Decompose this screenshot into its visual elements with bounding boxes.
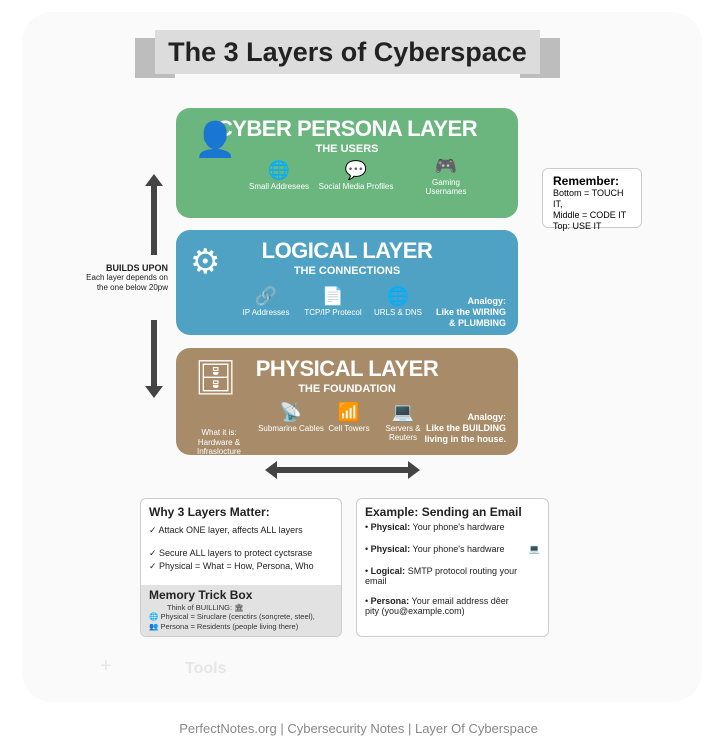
gamepad-icon: 🎮 bbox=[434, 156, 458, 176]
what-it-is: What it is: Hardware & Infraslocture bbox=[196, 428, 242, 457]
why-item: ✓ Physical = What = How, Persona, Who bbox=[149, 561, 314, 571]
building-icon: 🏛 bbox=[234, 603, 244, 612]
router-icon: 📶 bbox=[337, 402, 361, 422]
page-title: The 3 Layers of Cyberspace bbox=[155, 30, 540, 74]
globe-icon: 🌐 bbox=[386, 286, 410, 306]
item-tcp: 📄TCP/IP Protecol bbox=[298, 286, 368, 317]
gears-code-icon: ⚙ bbox=[190, 243, 221, 281]
example-item: • Physical: Your phone's hardware bbox=[365, 522, 505, 532]
item-servers: 💻Servers & Reuters bbox=[372, 402, 434, 443]
example-item: • Physical: Your phone's hardware💻 bbox=[365, 544, 540, 554]
layer-subtitle: THE CONNECTIONS bbox=[293, 265, 401, 277]
ghost-plus: + bbox=[100, 655, 112, 677]
footer: PerfectNotes.org | Cybersecurity Notes |… bbox=[179, 721, 538, 736]
link-icon: 🔗 bbox=[254, 286, 278, 306]
item-dns: 🌐URLS & DNS bbox=[368, 286, 428, 317]
memory-trick-box: Memory Trick Box Think of BUILLING: 🏛 🌐 … bbox=[141, 585, 341, 636]
layer-subtitle: THE USERS bbox=[315, 143, 379, 155]
people-icon: 👥 bbox=[149, 621, 159, 631]
user-shield-icon: 👤 bbox=[194, 121, 237, 159]
down-arrow-head bbox=[145, 386, 163, 398]
why-box: Why 3 Layers Matter: ✓ Attack ONE layer,… bbox=[140, 498, 342, 637]
down-arrow bbox=[151, 320, 157, 388]
item-social: 💬Social Media Profiles bbox=[316, 160, 396, 191]
example-title: Example: Sending an Email bbox=[365, 505, 522, 519]
laptop-icon: 💻 bbox=[528, 544, 540, 554]
up-arrow bbox=[151, 185, 157, 255]
document-icon: 📄 bbox=[321, 286, 345, 306]
item-gaming: 🎮Gaming Usernames bbox=[416, 156, 476, 197]
why-title: Why 3 Layers Matter: bbox=[149, 505, 270, 519]
layer-subtitle: THE FOUNDATION bbox=[298, 383, 396, 395]
why-item: ✓ Secure ALL layers to protect cyctsrase bbox=[149, 548, 313, 558]
item-email: 🌐Small Addresees bbox=[244, 160, 314, 191]
example-box: Example: Sending an Email • Physical: Yo… bbox=[356, 498, 549, 637]
arrow-head-left bbox=[265, 461, 277, 479]
ghost-tools: Tools bbox=[185, 660, 227, 677]
example-item: • Persona: Your email address dêer pity … bbox=[365, 596, 509, 616]
item-cables: 📡Submarine Cables bbox=[256, 402, 326, 433]
up-arrow-head bbox=[145, 174, 163, 186]
server-rack-icon: 🗄 bbox=[194, 359, 238, 397]
layer-title: CYBER PERSONA LAYER bbox=[216, 116, 478, 141]
globe-icon: 🌐 bbox=[267, 160, 291, 180]
example-item: • Logical: SMTP protocol routing your em… bbox=[365, 566, 518, 586]
item-towers: 📶Cell Towers bbox=[324, 402, 374, 433]
globe-icon: 🌐 bbox=[149, 612, 159, 622]
cyber-persona-layer: 👤 CYBER PERSONA LAYER THE USERS 🌐Small A… bbox=[176, 108, 518, 218]
horizontal-arrow bbox=[276, 467, 410, 473]
tower-icon: 📡 bbox=[279, 402, 303, 422]
layer-title: PHYSICAL LAYER bbox=[255, 356, 439, 381]
layer-title: LOGICAL LAYER bbox=[261, 238, 433, 263]
logical-layer: ⚙ LOGICAL LAYER THE CONNECTIONS 🔗IP Addr… bbox=[176, 230, 518, 335]
arrow-head-right bbox=[408, 461, 420, 479]
laptop-icon: 💻 bbox=[391, 402, 415, 422]
item-ip: 🔗IP Addresses bbox=[236, 286, 296, 317]
remember-box: Remember: Bottom = TOUCH IT,Middle = COD… bbox=[542, 168, 642, 231]
analogy: Analogy:Like the WIRING& PLUMBING bbox=[435, 296, 506, 328]
title-banner: The 3 Layers of Cyberspace bbox=[135, 30, 560, 80]
chat-bubbles-icon: 💬 bbox=[344, 160, 368, 180]
why-item: ✓ Attack ONE layer, affects ALL layers bbox=[149, 525, 303, 535]
physical-layer: 🗄 PHYSICAL LAYER THE FOUNDATION What it … bbox=[176, 348, 518, 457]
